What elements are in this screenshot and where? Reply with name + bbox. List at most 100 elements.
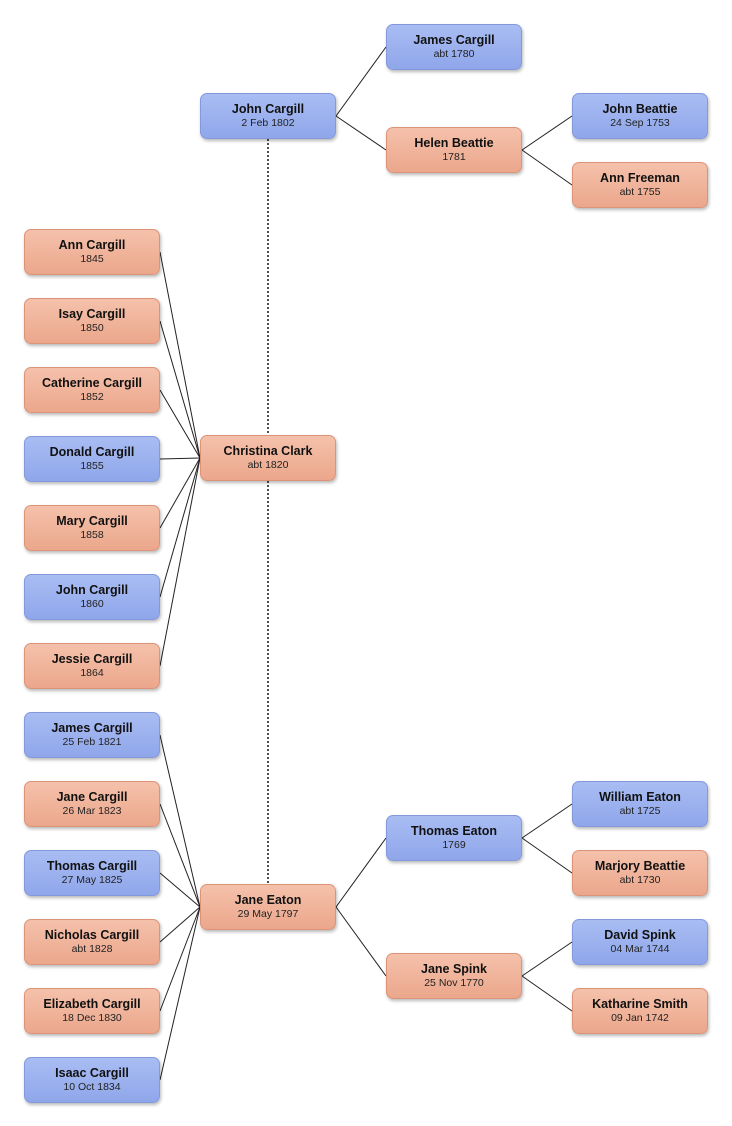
person-card-john-cargill-1860[interactable]: John Cargill 1860 (24, 574, 160, 620)
person-date: 1852 (80, 391, 104, 403)
child-connector-line (159, 320, 201, 459)
person-card-nicholas-cargill[interactable]: Nicholas Cargill abt 1828 (24, 919, 160, 965)
person-name: John Cargill (231, 102, 305, 116)
person-name: Christina Clark (223, 444, 313, 458)
child-connector-line (159, 803, 201, 908)
person-date: 1864 (80, 667, 104, 679)
person-date: abt 1780 (433, 48, 475, 60)
person-name: David Spink (604, 928, 676, 942)
parent-connector-line (335, 115, 387, 151)
person-name: Nicholas Cargill (44, 928, 140, 942)
child-connector-line (159, 457, 201, 460)
person-card-ann-cargill[interactable]: Ann Cargill 1845 (24, 229, 160, 275)
person-card-thomas-cargill[interactable]: Thomas Cargill 27 May 1825 (24, 850, 160, 896)
person-date: 1855 (80, 460, 104, 472)
child-connector-line (159, 734, 201, 908)
person-card-isay-cargill[interactable]: Isay Cargill 1850 (24, 298, 160, 344)
child-connector-line (159, 251, 201, 459)
person-card-david-spink[interactable]: David Spink 04 Mar 1744 (572, 919, 708, 965)
person-name: Jane Eaton (234, 893, 302, 907)
person-date: 1845 (80, 253, 104, 265)
person-name: Ann Freeman (600, 171, 680, 185)
person-name: Isay Cargill (58, 307, 126, 321)
child-connector-line (159, 906, 201, 1012)
person-name: John Cargill (55, 583, 129, 597)
person-card-james-cargill-1821[interactable]: James Cargill 25 Feb 1821 (24, 712, 160, 758)
person-name: Isaac Cargill (55, 1066, 129, 1080)
person-name: Thomas Eaton (410, 824, 498, 838)
person-card-jane-eaton[interactable]: Jane Eaton 29 May 1797 (200, 884, 336, 930)
person-date: 09 Jan 1742 (611, 1012, 669, 1024)
person-card-james-cargill-1780[interactable]: James Cargill abt 1780 (386, 24, 522, 70)
person-date: 25 Feb 1821 (62, 736, 122, 748)
person-card-donald-cargill[interactable]: Donald Cargill 1855 (24, 436, 160, 482)
parent-connector-line (521, 837, 573, 874)
person-name: Jane Cargill (56, 790, 128, 804)
child-connector-line (159, 389, 201, 459)
person-name: Jessie Cargill (51, 652, 133, 666)
person-date: 2 Feb 1802 (241, 117, 295, 129)
parent-connector-line (521, 803, 573, 839)
person-date: 1858 (80, 529, 104, 541)
child-connector-line (159, 906, 201, 943)
person-card-ann-freeman[interactable]: Ann Freeman abt 1755 (572, 162, 708, 208)
person-card-mary-cargill[interactable]: Mary Cargill 1858 (24, 505, 160, 551)
person-date: 25 Nov 1770 (424, 977, 484, 989)
person-card-marjory-beattie[interactable]: Marjory Beattie abt 1730 (572, 850, 708, 896)
person-card-jessie-cargill[interactable]: Jessie Cargill 1864 (24, 643, 160, 689)
person-name: Marjory Beattie (594, 859, 686, 873)
person-card-john-beattie[interactable]: John Beattie 24 Sep 1753 (572, 93, 708, 139)
child-connector-line (159, 457, 201, 529)
person-card-jane-cargill[interactable]: Jane Cargill 26 Mar 1823 (24, 781, 160, 827)
parent-connector-line (335, 46, 387, 117)
person-date: 18 Dec 1830 (62, 1012, 122, 1024)
person-name: Elizabeth Cargill (43, 997, 141, 1011)
person-card-isaac-cargill[interactable]: Isaac Cargill 10 Oct 1834 (24, 1057, 160, 1103)
person-date: 1860 (80, 598, 104, 610)
person-date: abt 1828 (71, 943, 113, 955)
person-name: William Eaton (599, 790, 681, 804)
person-card-katharine-smith[interactable]: Katharine Smith 09 Jan 1742 (572, 988, 708, 1034)
person-date: 1781 (442, 151, 466, 163)
child-connector-line (159, 457, 201, 667)
person-date: 27 May 1825 (61, 874, 123, 886)
child-connector-line (159, 457, 201, 598)
person-name: Mary Cargill (56, 514, 128, 528)
person-card-helen-beattie[interactable]: Helen Beattie 1781 (386, 127, 522, 173)
person-date: 1850 (80, 322, 104, 334)
parent-connector-line (521, 941, 573, 977)
person-card-thomas-eaton[interactable]: Thomas Eaton 1769 (386, 815, 522, 861)
person-card-john-cargill-1802[interactable]: John Cargill 2 Feb 1802 (200, 93, 336, 139)
person-date: 10 Oct 1834 (63, 1081, 121, 1093)
person-name: John Beattie (602, 102, 678, 116)
person-name: Catherine Cargill (41, 376, 143, 390)
person-date: 29 May 1797 (237, 908, 299, 920)
person-name: Katharine Smith (592, 997, 688, 1011)
person-name: Ann Cargill (58, 238, 126, 252)
person-name: James Cargill (51, 721, 133, 735)
person-date: abt 1725 (619, 805, 661, 817)
person-name: Helen Beattie (414, 136, 494, 150)
person-name: Donald Cargill (49, 445, 135, 459)
person-card-elizabeth-cargill[interactable]: Elizabeth Cargill 18 Dec 1830 (24, 988, 160, 1034)
parent-connector-line (335, 837, 387, 908)
person-name: James Cargill (413, 33, 495, 47)
person-date: 04 Mar 1744 (610, 943, 670, 955)
person-date: abt 1820 (247, 459, 289, 471)
person-date: abt 1755 (619, 186, 661, 198)
person-card-christina-clark[interactable]: Christina Clark abt 1820 (200, 435, 336, 481)
child-connector-line (159, 872, 201, 908)
parent-connector-line (521, 115, 573, 151)
person-date: 1769 (442, 839, 466, 851)
parent-connector-line (335, 906, 387, 977)
parent-connector-line (521, 149, 573, 186)
person-date: 26 Mar 1823 (62, 805, 122, 817)
person-card-william-eaton[interactable]: William Eaton abt 1725 (572, 781, 708, 827)
person-date: 24 Sep 1753 (610, 117, 670, 129)
person-card-catherine-cargill[interactable]: Catherine Cargill 1852 (24, 367, 160, 413)
person-name: Thomas Cargill (46, 859, 138, 873)
person-card-jane-spink[interactable]: Jane Spink 25 Nov 1770 (386, 953, 522, 999)
child-connector-line (159, 906, 201, 1081)
